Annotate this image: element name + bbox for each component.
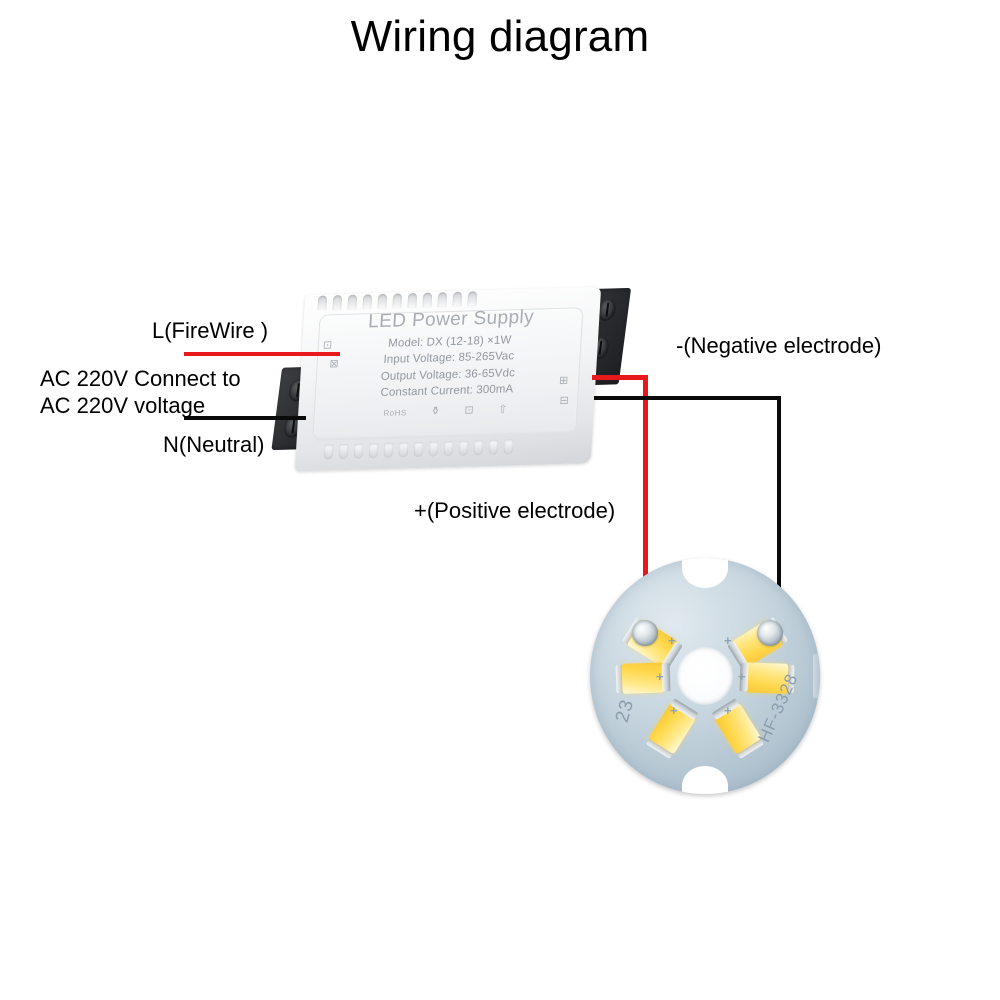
vent-slot	[443, 440, 454, 457]
live-wire	[184, 352, 340, 356]
screw-slot	[604, 302, 609, 317]
positive-wire-vertical	[643, 375, 648, 625]
pcb-silkscreen-left: 23	[611, 696, 639, 725]
vent-slot	[338, 443, 349, 460]
negative-wire-vertical	[777, 396, 781, 593]
polarity-plus-mark: +	[738, 669, 746, 684]
center-mounting-hole	[677, 647, 733, 705]
vent-slot	[323, 444, 334, 460]
polarity-plus-mark: +	[656, 669, 664, 684]
class2-icon: ⊡	[464, 404, 475, 417]
waste-bin-icon: ⚱	[430, 405, 441, 418]
screw-slot	[598, 340, 602, 355]
vent-slot	[332, 295, 343, 311]
vent-slot	[428, 441, 439, 457]
vent-slot	[392, 293, 403, 309]
vent-slot	[437, 292, 448, 308]
driver-label-text: LED Power Supply Model: DX (12-18) ×1W I…	[312, 305, 584, 421]
vent-slot	[407, 292, 418, 309]
thermal-fuse-icon: ⇧	[497, 403, 509, 417]
vent-slot	[422, 292, 433, 308]
vent-slot	[368, 443, 379, 459]
vent-slot	[503, 439, 514, 455]
page-title: Wiring diagram	[350, 12, 650, 61]
vent-slot	[317, 295, 328, 311]
vent-slot	[473, 440, 484, 456]
vent-slot	[488, 439, 499, 456]
polarity-plus-mark: +	[668, 633, 676, 648]
vent-slot	[353, 443, 364, 459]
led-chip	[711, 698, 765, 760]
ac-supply-label-line2: AC 220V voltage	[40, 392, 206, 418]
polarity-plus-mark: +	[724, 703, 732, 718]
polarity-plus-mark: +	[670, 703, 678, 718]
ac-supply-label: AC 220V Connect to AC 220V voltage	[40, 366, 241, 420]
vent-slot	[398, 442, 409, 458]
live-wire-label: L(FireWire )	[152, 318, 269, 343]
neutral-wire	[184, 416, 306, 420]
vent-slot	[458, 440, 469, 456]
vent-slot	[362, 294, 373, 310]
polarity-plus-mark: +	[724, 633, 732, 648]
vent-slot	[347, 294, 358, 310]
vent-slot	[467, 291, 478, 307]
pcb-side-tab	[813, 654, 820, 698]
negative-solder-pad	[757, 620, 783, 646]
positive-electrode-label: +(Positive electrode)	[414, 498, 616, 523]
vent-slot	[413, 441, 424, 458]
pcb-disc: + + + + + + 23 HF-3328	[590, 558, 820, 794]
mounting-notch	[682, 558, 728, 588]
rohs-label: RoHS	[383, 408, 408, 419]
mounting-notch	[682, 766, 728, 794]
vent-slot	[377, 293, 388, 310]
led-pcb-module: + + + + + + 23 HF-3328	[588, 554, 824, 800]
screw-slot	[290, 419, 295, 434]
vent-slot	[452, 291, 463, 307]
ac-supply-label-line1: AC 220V Connect to	[40, 366, 241, 391]
positive-solder-pad	[632, 620, 658, 646]
vent-slot	[383, 442, 394, 458]
neutral-wire-label: N(Neutral)	[163, 432, 265, 457]
negative-wire-horizontal	[594, 396, 781, 400]
positive-wire-horizontal	[592, 375, 648, 380]
led-driver-module: ⊡ ⊠ ⊞ ⊟ LED Power Supply Model: DX (12-1…	[269, 280, 634, 480]
negative-electrode-label: -(Negative electrode)	[676, 333, 882, 358]
